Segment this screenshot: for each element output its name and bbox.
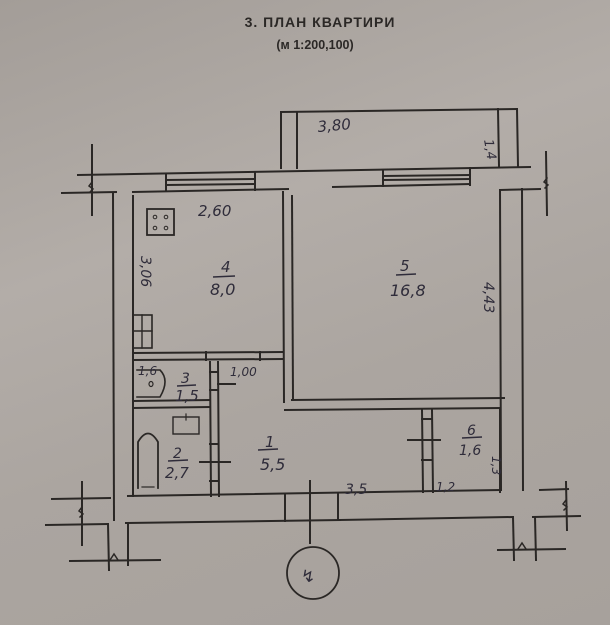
break-marks [77, 176, 569, 562]
kitchen-sink-icon [132, 314, 153, 349]
hall-length-label: 3,5 [345, 482, 367, 498]
left-wall [111, 191, 134, 522]
room-3-number: 3 [181, 371, 190, 387]
toilet-icon [136, 369, 166, 398]
room-1-area: 5,5 [260, 455, 285, 474]
balcony-length-label: 3,80 [317, 115, 352, 136]
room-1-number: 1 [265, 433, 275, 451]
entrance-mark: ↯ [301, 567, 315, 587]
storage-width-label: 1,2 [436, 480, 455, 494]
partition-walls [131, 190, 506, 498]
balcony-width-label: 1,4 [480, 138, 498, 161]
stove-icon [146, 208, 175, 236]
kitchen-width-label: 2,60 [198, 202, 231, 220]
room-5-area: 16,8 [390, 281, 426, 300]
toilet-width-label: 1,6 [138, 364, 157, 378]
room-2-number: 2 [173, 446, 182, 462]
bath-sink-icon [172, 413, 200, 435]
room-2-area: 2,7 [165, 464, 189, 482]
entrance-marker-icon [286, 480, 340, 600]
room-4-number: 4 [221, 258, 231, 276]
balcony [279, 107, 520, 169]
hall-door-label: 1,00 [230, 365, 257, 379]
room-3-area: 1,5 [175, 387, 199, 405]
kitchen-length-label: 3,06 [137, 256, 153, 287]
room-6-number: 6 [467, 423, 476, 439]
room-5-number: 5 [400, 257, 410, 275]
living-length-label: 4,43 [480, 282, 496, 313]
bottom-wall [44, 480, 582, 572]
plan-title: 3. ПЛАН КВАРТИРИ [244, 14, 396, 30]
bathtub-icon [137, 432, 159, 489]
room-6-area: 1,6 [459, 443, 481, 459]
storage-length-label: 1,3 [489, 456, 503, 475]
room-4-area: 8,0 [210, 280, 235, 299]
plan-scale: (м 1:200,100) [276, 38, 354, 52]
